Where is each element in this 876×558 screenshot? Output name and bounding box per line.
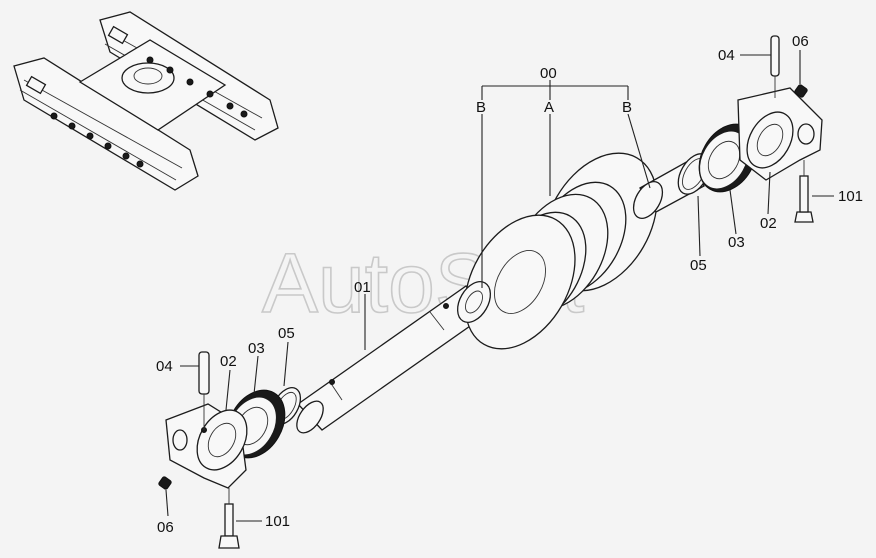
plug-right-part bbox=[794, 84, 808, 98]
leader-lines bbox=[165, 50, 834, 522]
label-oring-right: 05 bbox=[690, 257, 707, 274]
plug-left-part bbox=[158, 476, 172, 490]
pin-left-part bbox=[198, 351, 210, 430]
label-plug-left: 06 bbox=[157, 519, 174, 536]
bracket-right-part bbox=[737, 87, 823, 181]
part-labels: 00 B A B 01 04 06 02 03 05 101 04 02 03 … bbox=[156, 33, 863, 536]
label-bracket-left: 02 bbox=[220, 353, 237, 370]
label-plug-right: 06 bbox=[792, 33, 809, 50]
label-bolt-right: 101 bbox=[838, 188, 863, 205]
label-shaft: 01 bbox=[354, 279, 371, 296]
label-collar-right: B bbox=[622, 99, 632, 116]
pin-right-part bbox=[770, 35, 780, 98]
roller-body-part bbox=[464, 152, 658, 350]
collar-left-part bbox=[456, 281, 492, 323]
bolt-left-part bbox=[218, 488, 240, 549]
undercarriage-thumbnail bbox=[13, 11, 279, 191]
label-assembly: 00 bbox=[540, 65, 557, 82]
bracket-left-part bbox=[165, 403, 248, 489]
label-roller-body: A bbox=[544, 99, 554, 116]
label-pin-right: 04 bbox=[718, 47, 735, 64]
label-seal-right: 03 bbox=[728, 234, 745, 251]
label-seal-left: 03 bbox=[248, 340, 265, 357]
label-pin-left: 04 bbox=[156, 358, 173, 375]
label-oring-left: 05 bbox=[278, 325, 295, 342]
label-bolt-left: 101 bbox=[265, 513, 290, 530]
label-collar-left: B bbox=[476, 99, 486, 116]
bolt-right-part bbox=[794, 160, 814, 223]
label-bracket-right: 02 bbox=[760, 215, 777, 232]
